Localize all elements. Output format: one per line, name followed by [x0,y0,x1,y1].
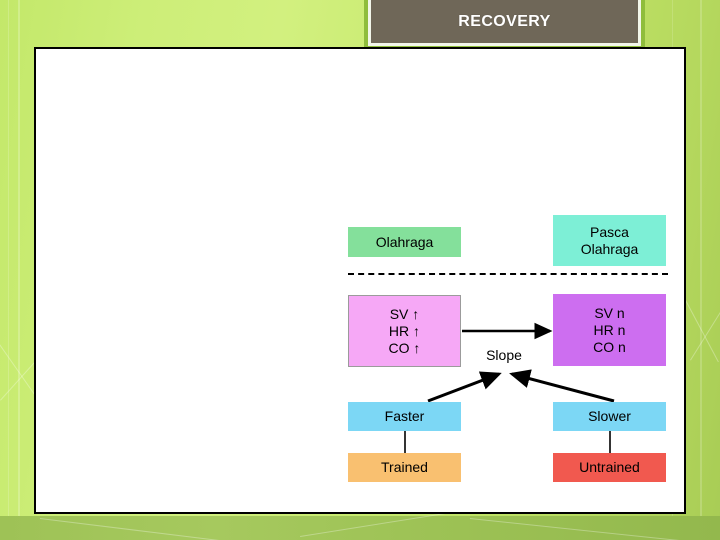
node-pasca-olahraga-label: Pasca Olahraga [581,224,639,258]
node-trained-label: Trained [381,459,428,475]
slide-title-inner-border: RECOVERY [368,0,641,46]
node-sv-up-line-2: HR ↑ [388,322,421,339]
slide-title-fill: RECOVERY [371,0,638,43]
node-pasca-line-2: Olahraga [580,240,639,257]
node-untrained-label: Untrained [579,459,640,475]
node-sv-n-line-2: HR n [593,321,626,338]
node-olahraga[interactable]: Olahraga [348,227,461,257]
node-pasca-line-1: Pasca [590,223,629,240]
slide-title-bar: RECOVERY [364,0,645,51]
bg-deco-diag-7 [469,518,719,540]
bg-deco-line-2 [8,0,9,540]
dashed-divider [348,273,668,275]
bg-deco-diag-4 [690,309,720,361]
bg-deco-line-3 [700,0,702,540]
node-untrained[interactable]: Untrained [553,453,666,482]
background-bottom-band [0,498,720,540]
node-sv-up-label: SV ↑ HR ↑ CO ↑ [389,306,421,357]
node-olahraga-label: Olahraga [375,233,434,250]
node-trained[interactable]: Trained [348,453,461,482]
bg-deco-line-1 [18,0,20,540]
node-sv-up-line-1: SV ↑ [389,305,420,322]
node-faster-label: Faster [384,408,425,424]
node-sv-up[interactable]: SV ↑ HR ↑ CO ↑ [348,295,461,367]
node-sv-n-label: SV n HR n CO n [593,305,626,356]
page-title: RECOVERY [458,12,551,30]
node-faster[interactable]: Faster [348,402,461,431]
node-sv-up-line-3: CO ↑ [388,339,421,356]
node-pasca-olahraga[interactable]: Pasca Olahraga [553,215,666,266]
bg-deco-diag-3 [685,300,719,363]
bg-deco-diag-5 [39,518,259,540]
content-panel [34,47,686,514]
node-slower-label: Slower [588,408,631,424]
node-sv-n-line-3: CO n [593,338,626,355]
node-sv-n[interactable]: SV n HR n CO n [553,294,666,366]
slope-label: Slope [486,347,522,363]
node-sv-n-line-1: SV n [594,304,625,321]
node-slower[interactable]: Slower [553,402,666,431]
